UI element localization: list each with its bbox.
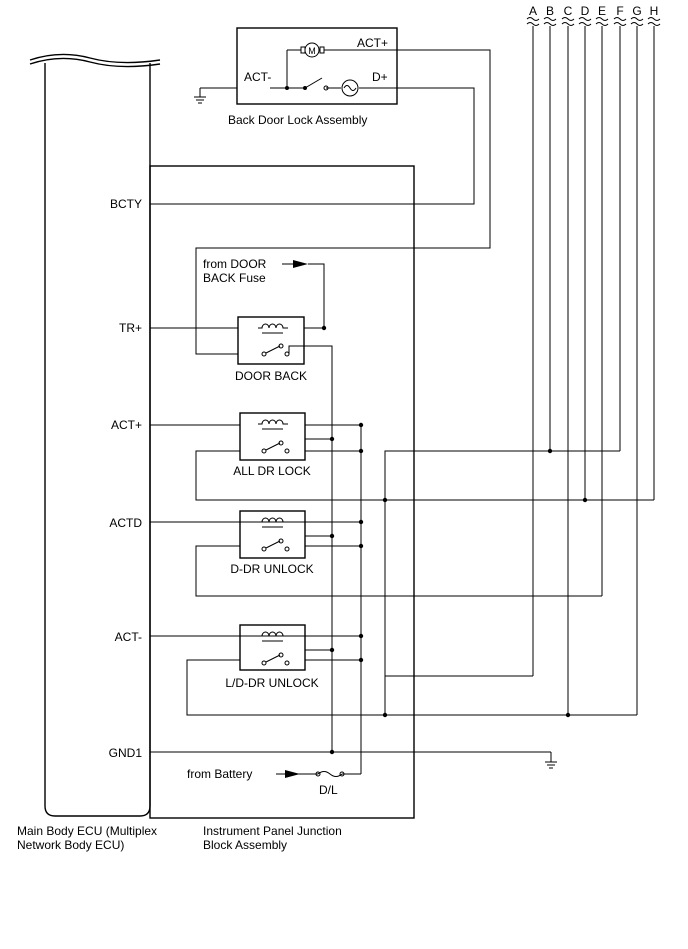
main-ground-icon	[545, 752, 557, 769]
back-door-d-plus-label: D+	[372, 70, 388, 84]
back-door-act-minus-label: ACT-	[244, 70, 271, 84]
connector-label-b: B	[546, 4, 554, 18]
relay-all-dr-lock	[239, 412, 306, 461]
relay-l-d-dr-unlock	[239, 624, 306, 671]
connector-wire-breaks	[526, 17, 661, 26]
relay-all-dr-lock-label: ALL DR LOCK	[233, 464, 311, 478]
pin-bcty: BCTY	[110, 197, 142, 211]
pin-gnd1: GND1	[109, 746, 143, 760]
fuse-dl-label: D/L	[319, 783, 338, 797]
connector-label-g: G	[632, 4, 641, 18]
relay-l-d-dr-unlock-label: L/D-DR UNLOCK	[225, 676, 318, 690]
motor-icon: M	[300, 42, 325, 58]
battery-feed-arrow	[285, 770, 300, 778]
position-switch-icon	[341, 79, 359, 97]
connector-label-f: F	[616, 4, 623, 18]
junction-dots	[321, 325, 588, 755]
motor-symbol: M	[308, 46, 316, 56]
battery-feed-label: from Battery	[187, 767, 252, 781]
junction-block-box	[149, 165, 415, 819]
ecu-label-line1: Main Body ECU (Multiplex	[17, 824, 157, 838]
pin-actd: ACTD	[109, 516, 142, 530]
pin-act-plus: ACT+	[111, 418, 142, 432]
fuse-feed-arrow	[282, 260, 325, 328]
pin-act-minus: ACT-	[115, 630, 142, 644]
junction-label-line2: Block Assembly	[203, 838, 287, 852]
relay-door-back-label: DOOR BACK	[235, 369, 307, 383]
relay-d-dr-unlock-label: D-DR UNLOCK	[230, 562, 313, 576]
back-door-ground-icon	[194, 87, 237, 104]
relay-d-dr-unlock	[239, 510, 306, 559]
connector-label-h: H	[650, 4, 659, 18]
back-door-lock-box	[236, 27, 398, 105]
junction-label-line1: Instrument Panel Junction	[203, 824, 342, 838]
back-door-harness	[150, 49, 491, 355]
ecu-label-line2: Network Body ECU)	[17, 838, 124, 852]
door-back-fuse-label-2: BACK Fuse	[203, 271, 266, 285]
connector-label-e: E	[598, 4, 606, 18]
junction-wiring	[150, 327, 654, 777]
pin-tr-plus: TR+	[119, 321, 142, 335]
relay-door-back	[237, 316, 305, 365]
connector-label-c: C	[564, 4, 573, 18]
door-back-fuse-label-1: from DOOR	[203, 257, 267, 271]
main-body-ecu	[29, 53, 161, 817]
door-switch-contact	[323, 85, 329, 91]
connector-labels: A B C D E F G H	[529, 4, 658, 18]
connector-label-a: A	[529, 4, 537, 18]
connector-label-d: D	[581, 4, 590, 18]
back-door-assembly-label: Back Door Lock Assembly	[228, 113, 367, 127]
back-door-act-plus-label: ACT+	[357, 36, 388, 50]
connector-wires	[532, 26, 655, 715]
